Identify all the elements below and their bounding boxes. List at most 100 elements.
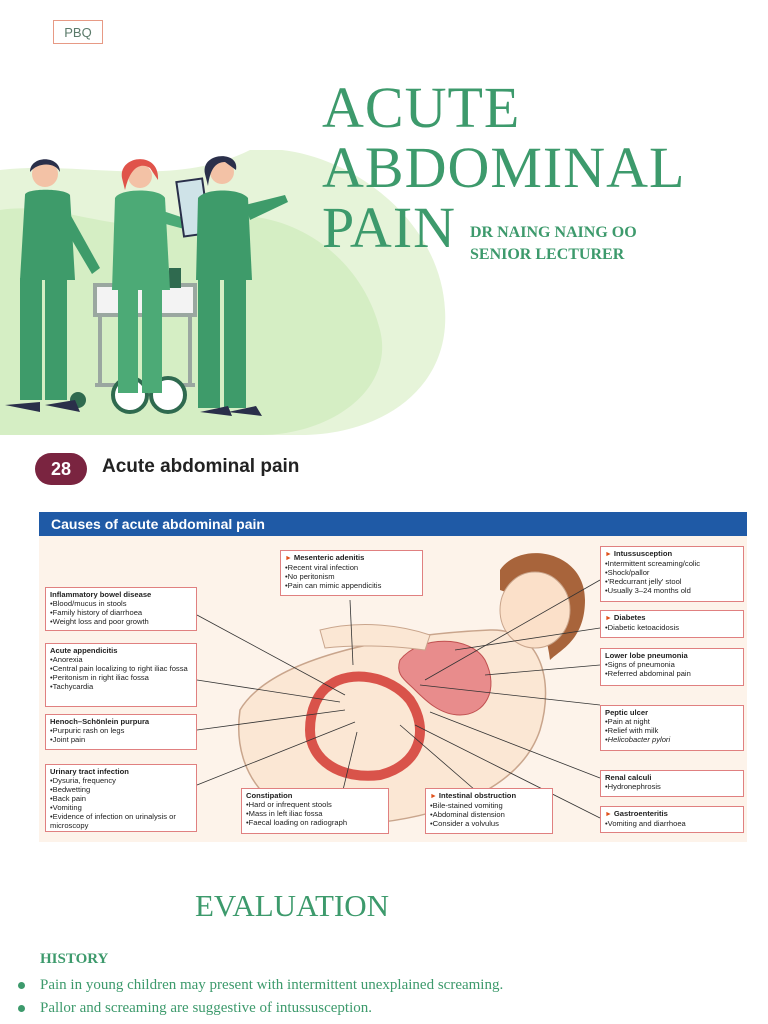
box-item: Diabetic ketoacidosis — [605, 623, 739, 632]
title-line-3: PAIN — [322, 195, 457, 260]
box-item: Family history of diarrhoea — [50, 608, 192, 617]
box-title: Constipation — [246, 791, 293, 800]
box-intussusception: ► Intussusception Intermittent screaming… — [600, 546, 744, 602]
box-item: Shock/pallor — [605, 568, 739, 577]
box-item: Blood/mucus in stools — [50, 599, 192, 608]
pointer-icon: ► — [605, 551, 614, 558]
list-item-text: Pain in young children may present with … — [40, 977, 504, 993]
title-line-1: ACUTE — [322, 75, 521, 140]
box-title: ► Mesenteric adenitis — [285, 553, 418, 563]
box-title: ► Gastroenteritis — [605, 809, 739, 819]
author-block: DR NAING NAING OO SENIOR LECTURER — [470, 222, 637, 266]
child-arm — [319, 624, 431, 651]
box-urinary-tract-infection: Urinary tract infection Dysuria, frequen… — [45, 764, 197, 832]
nurses-illustration — [0, 150, 446, 435]
box-item: Back pain — [50, 794, 192, 803]
box-henoch-schonlein-purpura: Henoch–Schönlein purpura Purpuric rash o… — [45, 714, 197, 750]
box-item: Vomiting and diarrhoea — [605, 819, 739, 828]
box-title-text: Intestinal obstruction — [438, 791, 517, 800]
box-title-text: Gastroenteritis — [613, 809, 668, 818]
pointer-icon: ► — [605, 811, 614, 818]
box-lower-lobe-pneumonia: Lower lobe pneumonia Signs of pneumonia … — [600, 648, 744, 686]
box-item: Mass in left iliac fossa — [246, 809, 384, 818]
page-title: ACUTE ABDOMINAL PAIN — [322, 78, 685, 258]
list-item-text: Pallor and screaming are suggestive of i… — [40, 1000, 373, 1016]
box-item: Central pain localizing to right iliac f… — [50, 664, 192, 673]
box-item: Hydronephrosis — [605, 782, 739, 791]
list-item: Pain in young children may present with … — [18, 974, 503, 997]
box-title: Urinary tract infection — [50, 767, 129, 776]
box-item: Faecal loading on radiograph — [246, 818, 384, 827]
box-item: Purpuric rash on legs — [50, 726, 192, 735]
child-face — [499, 571, 571, 649]
box-title: Henoch–Schönlein purpura — [50, 717, 150, 726]
list-item: Pallor and screaming are suggestive of i… — [18, 997, 503, 1020]
box-item: Referred abdominal pain — [605, 669, 739, 678]
box-item: Helicobacter pylori — [605, 735, 739, 744]
connector-lines — [196, 579, 601, 819]
chapter-title: Acute abdominal pain — [102, 456, 300, 477]
box-acute-appendicitis: Acute appendicitis Anorexia Central pain… — [45, 643, 197, 707]
box-item: Dysuria, frequency — [50, 776, 192, 785]
box-item: 'Redcurrant jelly' stool — [605, 577, 739, 586]
box-intestinal-obstruction: ► Intestinal obstruction Bile-stained vo… — [425, 788, 553, 834]
box-title-text: Mesenteric adenitis — [293, 553, 365, 562]
box-title-text: Intussusception — [613, 549, 673, 558]
box-peptic-ulcer: Peptic ulcer Pain at night Relief with m… — [600, 705, 744, 751]
history-list: Pain in young children may present with … — [18, 974, 503, 1020]
nurse-left — [5, 159, 100, 412]
box-item: Tachycardia — [50, 682, 192, 691]
author-role: SENIOR LECTURER — [470, 246, 625, 263]
pbq-tag: PBQ — [53, 20, 103, 44]
pointer-icon: ► — [285, 555, 294, 562]
author-name: DR NAING NAING OO — [470, 224, 637, 241]
box-item: Abdominal distension — [430, 810, 548, 819]
nurse-right — [175, 156, 288, 416]
box-item: No peritonism — [285, 572, 418, 581]
box-title-text: Diabetes — [613, 613, 646, 622]
box-item: Pain at night — [605, 717, 739, 726]
box-inflammatory-bowel-disease: Inflammatory bowel disease Blood/mucus i… — [45, 587, 197, 631]
box-title: ► Intestinal obstruction — [430, 791, 548, 801]
box-item: Recent viral infection — [285, 563, 418, 572]
box-renal-calculi: Renal calculi Hydronephrosis — [600, 770, 744, 797]
box-title: Lower lobe pneumonia — [605, 651, 688, 660]
box-item: Bedwetting — [50, 785, 192, 794]
panel-title: Causes of acute abdominal pain — [39, 512, 747, 536]
box-diabetes: ► Diabetes Diabetic ketoacidosis — [600, 610, 744, 638]
box-item: Signs of pneumonia — [605, 660, 739, 669]
box-title: Inflammatory bowel disease — [50, 590, 152, 599]
box-item: Weight loss and poor growth — [50, 617, 192, 626]
box-item: Evidence of infection on urinalysis or m… — [50, 812, 192, 830]
title-line-2: ABDOMINAL — [322, 135, 686, 200]
box-item: Vomiting — [50, 803, 192, 812]
lungs — [398, 640, 492, 716]
section-title: EVALUATION — [195, 888, 390, 923]
pointer-icon: ► — [605, 615, 614, 622]
pointer-icon: ► — [430, 793, 439, 800]
box-mesenteric-adenitis: ► Mesenteric adenitis Recent viral infec… — [280, 550, 423, 596]
box-item: Anorexia — [50, 655, 192, 664]
box-gastroenteritis: ► Gastroenteritis Vomiting and diarrhoea — [600, 806, 744, 833]
box-item: Intermittent screaming/colic — [605, 559, 739, 568]
box-title: Acute appendicitis — [50, 646, 118, 655]
intestines — [304, 671, 425, 781]
box-title: Peptic ulcer — [605, 708, 649, 717]
bullet-icon — [18, 982, 25, 989]
box-constipation: Constipation Hard or infrequent stools M… — [241, 788, 389, 834]
box-title: Renal calculi — [605, 773, 652, 782]
box-item: Joint pain — [50, 735, 192, 744]
box-title: ► Intussusception — [605, 549, 739, 559]
history-heading: HISTORY — [40, 951, 109, 967]
box-title: ► Diabetes — [605, 613, 739, 623]
textbook-figure: 28 Acute abdominal pain Causes of acute … — [25, 440, 755, 850]
box-item: Consider a volvulus — [430, 819, 548, 828]
box-item: Hard or infrequent stools — [246, 800, 384, 809]
box-item: Pain can mimic appendicitis — [285, 581, 418, 590]
bullet-icon — [18, 1005, 25, 1012]
box-item: Bile-stained vomiting — [430, 801, 548, 810]
box-item: Peritonism in right iliac fossa — [50, 673, 192, 682]
box-item: Usually 3–24 months old — [605, 586, 739, 595]
box-item: Relief with milk — [605, 726, 739, 735]
nurse-middle — [112, 159, 190, 393]
